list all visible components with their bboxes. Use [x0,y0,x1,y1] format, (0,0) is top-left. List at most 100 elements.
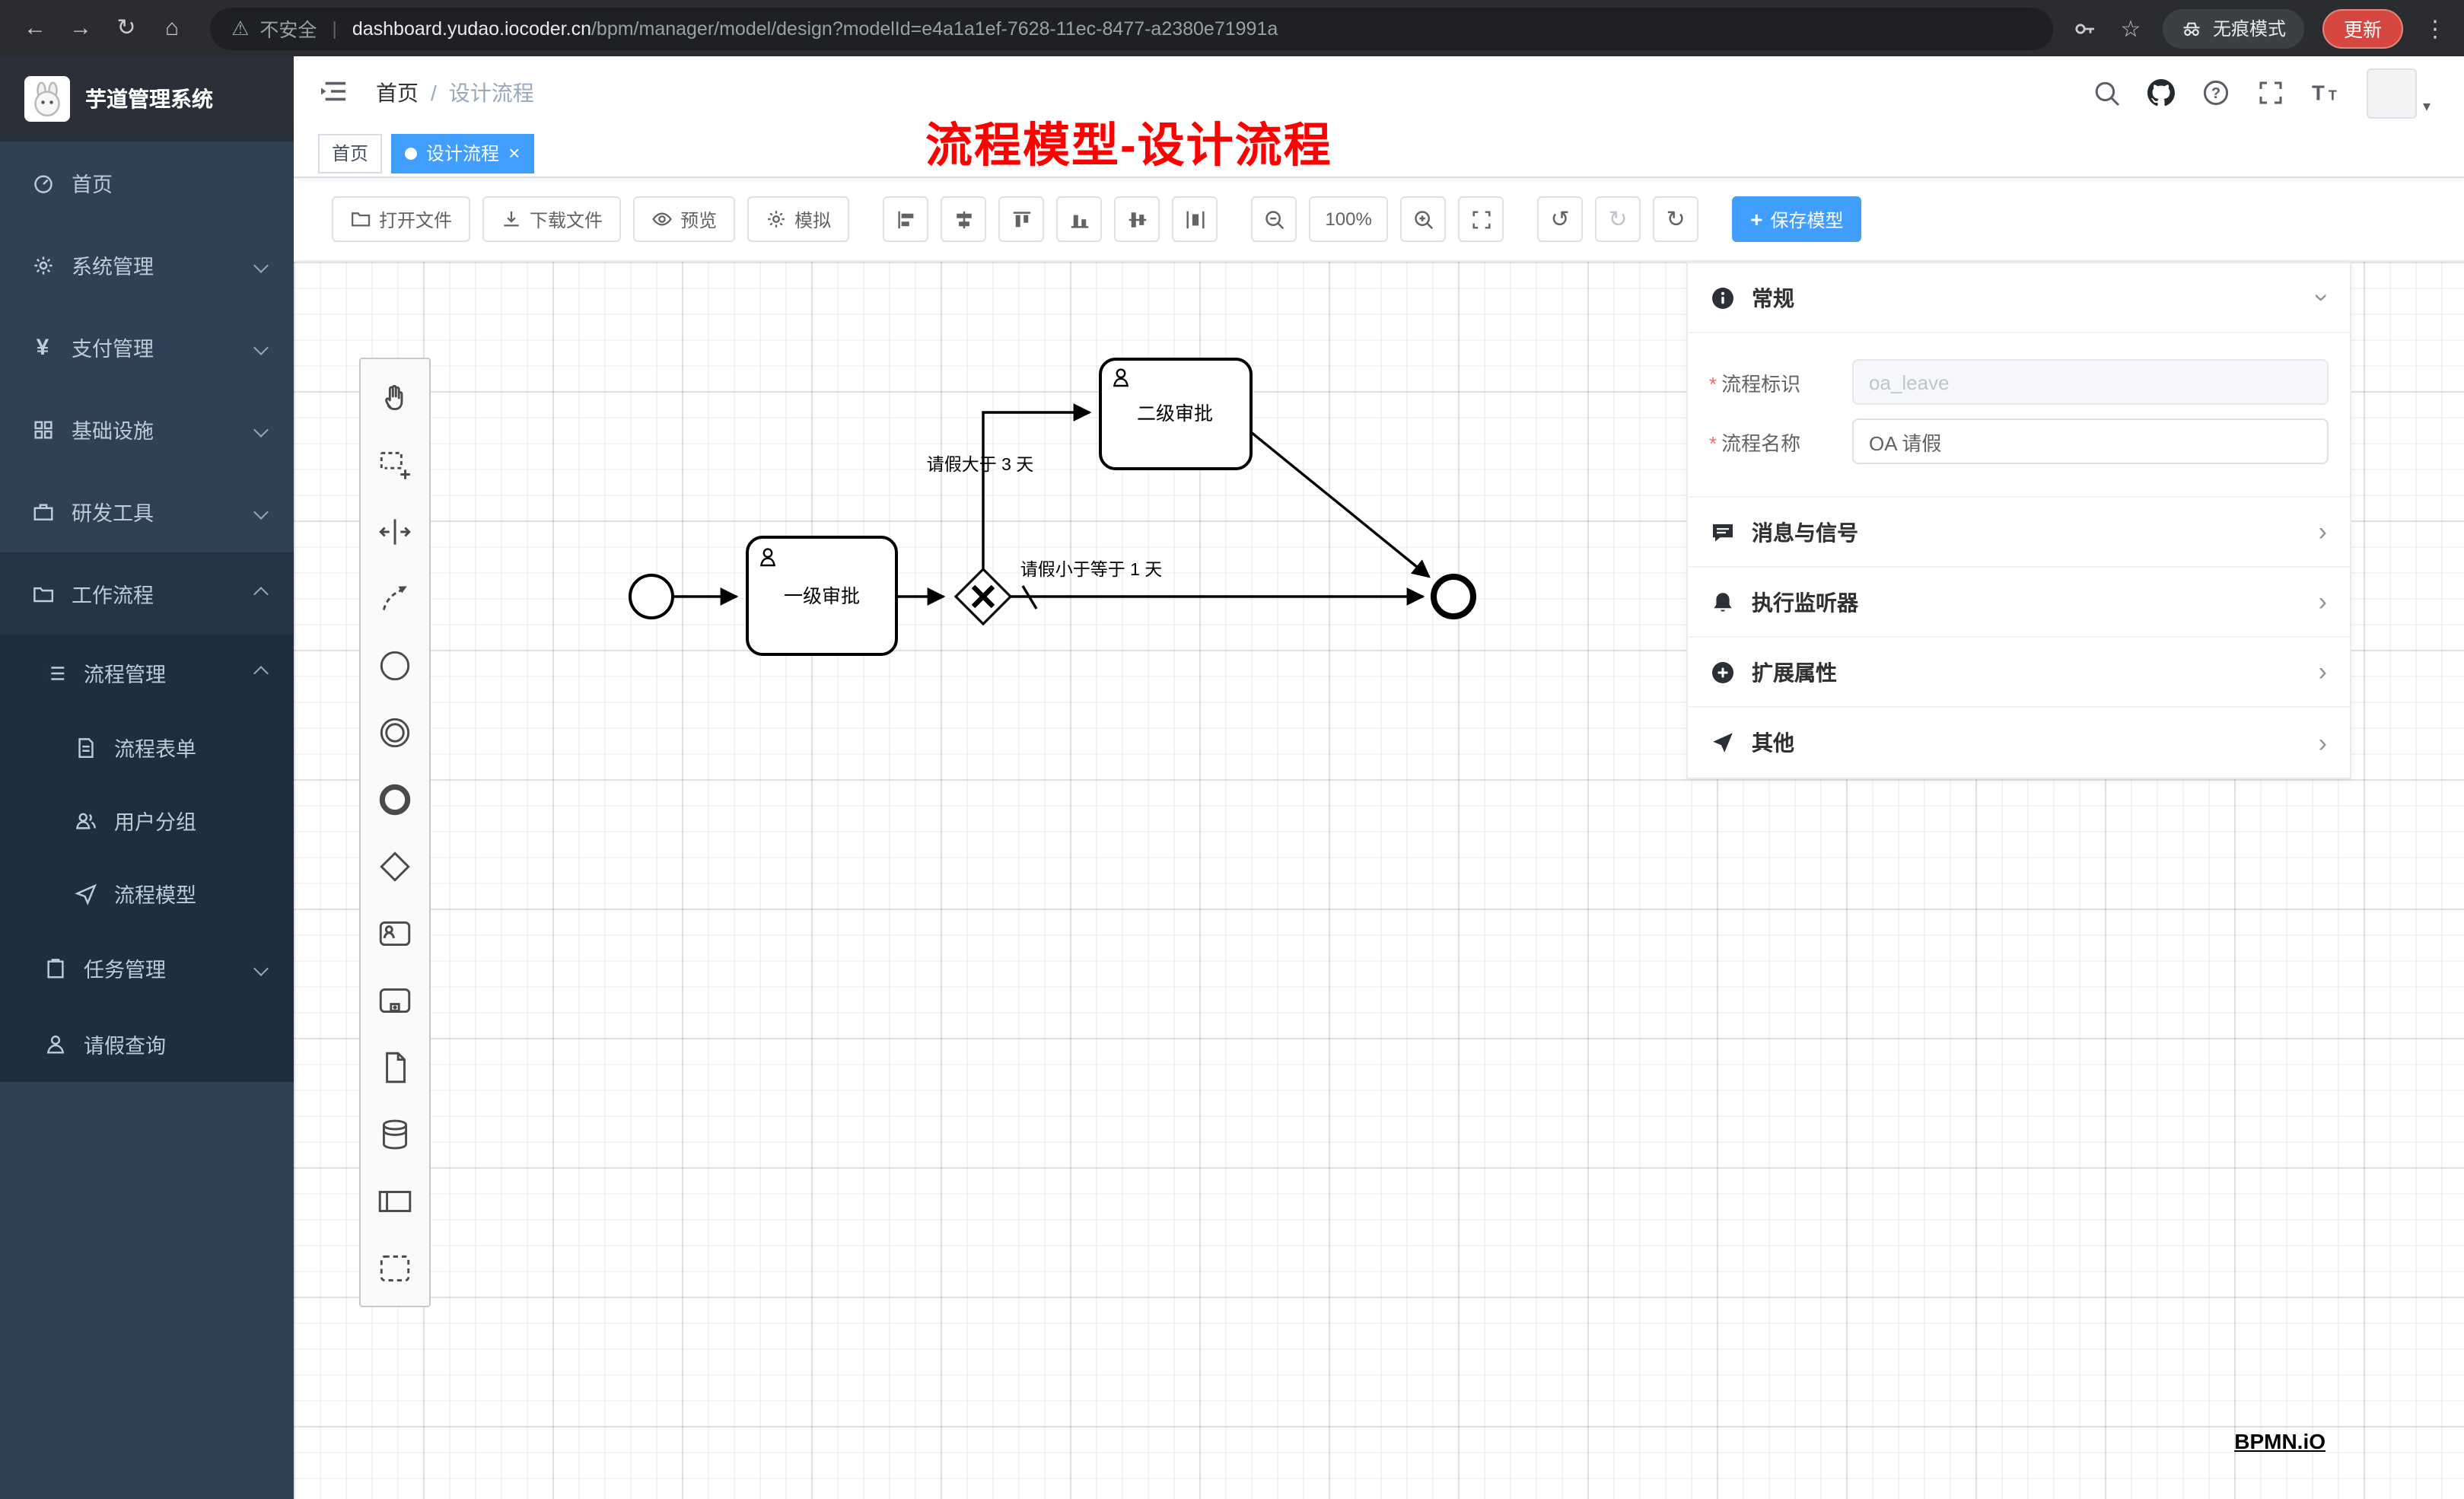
flow-task2-to-end[interactable] [1250,431,1431,578]
tab-design[interactable]: 设计流程 × [391,133,534,173]
user-task-icon[interactable] [361,899,429,966]
reload-icon[interactable]: ↻ [116,14,136,40]
subprocess-icon[interactable] [361,966,429,1033]
panel-section-other[interactable]: 其他 › [1688,708,2350,778]
end-event[interactable] [1431,574,1476,619]
align-center-button[interactable] [941,196,987,242]
address-bar[interactable]: ⚠ 不安全 | dashboard.yudao.iocoder.cn/bpm/m… [210,7,2053,49]
update-button[interactable]: 更新 [2322,8,2403,48]
download-file-button[interactable]: 下载文件 [482,196,622,242]
required-asterisk: * [1709,431,1717,454]
panel-section-execution-listeners[interactable]: 执行监听器 › [1688,568,2350,638]
space-tool-icon[interactable] [361,498,429,565]
start-event-icon[interactable] [361,632,429,699]
panel-section-general[interactable]: 常规 › [1688,263,2350,333]
user-menu[interactable]: ▾ [2366,68,2431,118]
align-left-button[interactable] [883,196,929,242]
gateway-icon[interactable] [361,832,429,899]
flow-label-le-1-day[interactable]: 请假小于等于 1 天 [1020,559,1163,579]
lasso-tool-icon[interactable] [361,431,429,498]
url-text[interactable]: dashboard.yudao.iocoder.cn/bpm/manager/m… [352,18,1278,39]
first-approval-task[interactable]: 一级审批 [746,536,898,656]
sidebar-item-workflow[interactable]: 工作流程 [0,552,294,635]
forward-icon[interactable]: → [69,14,92,40]
panel-section-extended-attributes[interactable]: 扩展属性 › [1688,638,2350,708]
sidebar-item-task-mgmt[interactable]: 任务管理 [0,930,294,1006]
file-icon[interactable] [361,1033,429,1100]
github-icon[interactable] [2147,78,2176,107]
exclusive-gateway[interactable] [953,567,1013,626]
sidebar-item-system[interactable]: 系统管理 [0,224,294,306]
sidebar-item-devtools[interactable]: 研发工具 [0,470,294,552]
intermediate-event-icon[interactable] [361,699,429,765]
fullscreen-icon[interactable] [2257,78,2286,107]
end-event-icon[interactable] [361,765,429,832]
sidebar-item-label: 支付管理 [72,338,154,361]
password-key-icon[interactable] [2071,14,2099,42]
search-icon[interactable] [2093,78,2122,107]
chevron-down-icon [253,504,269,519]
second-approval-task[interactable]: 二级审批 [1099,358,1253,470]
person-icon [43,1032,67,1056]
bpmn-canvas[interactable]: 一级审批 二级审批 [294,262,2464,1499]
sidebar-item-process-mgmt[interactable]: 流程管理 [0,635,294,711]
align-bottom-button[interactable] [1056,196,1103,242]
zoom-reset-button[interactable] [1458,196,1504,242]
start-event[interactable] [629,574,674,619]
tab-label: 首页 [332,143,369,164]
app-logo-row[interactable]: 芋道管理系统 [0,56,294,142]
help-icon[interactable]: ? [2202,78,2231,107]
caret-down-icon: ▾ [2422,98,2431,115]
align-middle-button[interactable] [1114,196,1160,242]
sidebar-item-process-model[interactable]: 流程模型 [0,857,294,930]
undo-button[interactable]: ↺ [1537,196,1584,242]
hand-tool-icon[interactable] [361,364,429,431]
home-icon[interactable]: ⌂ [164,14,180,40]
preview-button[interactable]: 预览 [633,196,736,242]
sidebar-item-infrastructure[interactable]: 基础设施 [0,388,294,470]
sidebar-item-label: 用户分组 [114,811,196,834]
datastore-icon[interactable] [361,1100,429,1167]
document-icon [73,735,97,759]
sidebar-item-payment[interactable]: ¥ 支付管理 [0,306,294,388]
divider: | [332,18,337,39]
sidebar-item-leave-query[interactable]: 请假查询 [0,1006,294,1082]
save-model-button[interactable]: + 保存模型 [1732,196,1862,242]
process-key-input[interactable] [1852,359,2329,405]
tab-home[interactable]: 首页 [318,133,383,173]
align-top-button[interactable] [998,196,1045,242]
gear-icon [30,253,55,277]
sidebar-item-process-form[interactable]: 流程表单 [0,711,294,784]
redo-button[interactable]: ↻ [1595,196,1641,242]
designer: 打开文件 下载文件 预览 模拟 [294,178,2464,1499]
breadcrumb-home[interactable]: 首页 [376,81,419,105]
sidebar-item-user-group[interactable]: 用户分组 [0,784,294,857]
close-icon[interactable]: × [508,142,520,164]
open-file-button[interactable]: 打开文件 [332,196,471,242]
grid-icon [30,417,55,441]
sidebar-item-label: 请假查询 [84,1035,166,1058]
zoom-out-button[interactable] [1251,196,1297,242]
sidebar-item-label: 流程管理 [84,664,166,686]
bookmark-star-icon[interactable]: ☆ [2120,16,2141,42]
pool-icon[interactable] [361,1167,429,1234]
dashboard-icon [30,170,55,195]
panel-section-messages-signals[interactable]: 消息与信号 › [1688,498,2350,568]
group-icon[interactable] [361,1234,429,1301]
sidebar-toggle-icon[interactable] [318,76,352,110]
bpmn-io-logo[interactable]: BPMN.iO [2234,1429,2326,1453]
simulate-button[interactable]: 模拟 [747,196,850,242]
flow-label-gt-3-days[interactable]: 请假大于 3 天 [927,454,1034,474]
distribute-button[interactable] [1172,196,1218,242]
flow-gateway-to-task2[interactable] [982,403,1092,569]
process-name-row: *流程名称 [1709,419,2329,464]
sidebar-item-label: 基础设施 [72,420,154,443]
global-connect-tool-icon[interactable] [361,565,429,632]
restart-button[interactable]: ↻ [1653,196,1699,242]
menu-dots-icon[interactable]: ⋮ [2424,16,2446,42]
process-name-input[interactable] [1852,419,2329,464]
zoom-in-button[interactable] [1400,196,1447,242]
back-icon[interactable]: ← [24,14,46,40]
sidebar-item-home[interactable]: 首页 [0,142,294,224]
